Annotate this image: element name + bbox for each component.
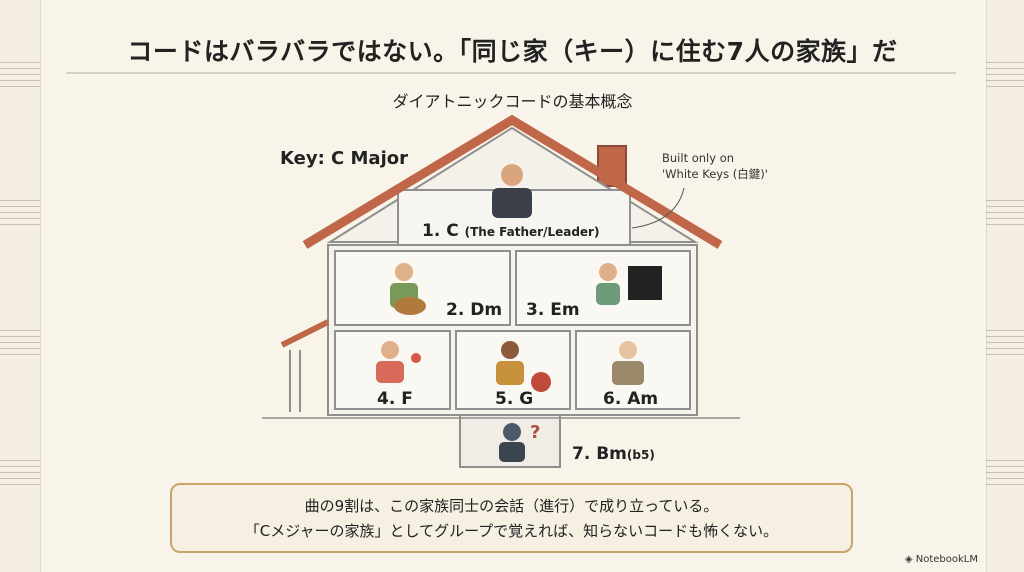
summary-line: 「Cメジャーの家族」としてグループで覚えれば、知らないコードも怖くない。 (244, 522, 779, 540)
summary-line: 曲の9割は、この家族同士の会話（進行）で成り立っている。 (304, 497, 719, 515)
brand-watermark: ◈ NotebookLM (904, 554, 978, 565)
character-figures: ? (376, 164, 662, 462)
svg-text:?: ? (530, 422, 540, 443)
chord-suffix: (b5) (626, 448, 655, 462)
brand-name: NotebookLM (915, 554, 978, 565)
music-staff-decoration (0, 330, 40, 360)
music-staff-decoration (986, 330, 1024, 360)
chord-7-label: 7. Bm(b5) (572, 444, 655, 464)
page-title: コードはバラバラではない。「同じ家（キー）に住む7人の家族」だ (127, 37, 898, 66)
summary-box: 曲の9割は、この家族同士の会話（進行）で成り立っている。 「Cメジャーの家族」と… (170, 483, 853, 553)
white-keys-annotation: Built only on 'White Keys (白鍵)' (662, 150, 768, 182)
chord-2-label: 2. Dm (446, 300, 503, 320)
chord-1-label: 1. C (The Father/Leader) (422, 221, 599, 241)
music-staff-decoration (0, 62, 40, 92)
key-label: Key: C Major (280, 148, 408, 169)
music-staff-decoration (0, 200, 40, 230)
music-staff-decoration (0, 460, 40, 490)
chord-3-label: 3. Em (526, 300, 580, 320)
chord-name: 1. C (422, 221, 459, 241)
page-subtitle: ダイアトニックコードの基本概念 (392, 92, 633, 111)
chord-6-label: 6. Am (603, 389, 659, 409)
music-staff-decoration (986, 200, 1024, 230)
music-staff-decoration (986, 460, 1024, 490)
chord-name: 7. Bm (572, 444, 627, 464)
chord-4-label: 4. F (377, 389, 413, 409)
chord-role: (The Father/Leader) (464, 225, 600, 239)
annotation-line: Built only on (662, 151, 735, 165)
chord-5-label: 5. G (495, 389, 534, 409)
title-divider (66, 72, 956, 74)
annotation-line: 'White Keys (白鍵)' (662, 167, 768, 181)
music-staff-decoration (986, 62, 1024, 92)
